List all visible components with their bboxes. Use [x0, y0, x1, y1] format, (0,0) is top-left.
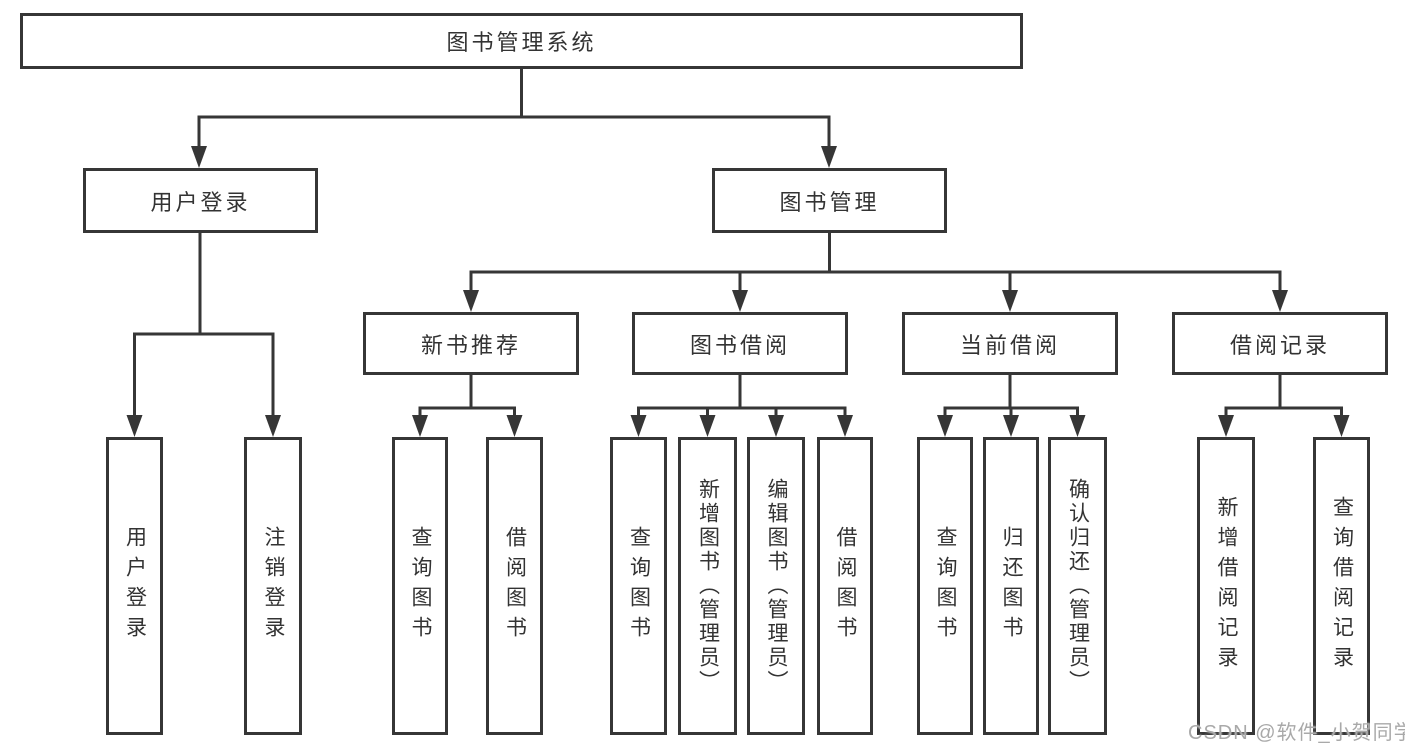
leaf-query-books-1: 查询图书 [392, 437, 448, 735]
connector-borrow-records-to-leaves [1224, 375, 1343, 417]
leaf-confirm-return-admin: 确认归还（管理员） [1048, 437, 1107, 735]
leaf-label: 确认归还（管理员） [1066, 478, 1090, 694]
node-new-book-recommend: 新书推荐 [363, 312, 579, 375]
node-root-title: 图书管理系统 [20, 13, 1023, 69]
arrow-icon [1272, 290, 1288, 312]
leaf-add-book-admin: 新增图书（管理员） [678, 437, 737, 735]
root-title-label: 图书管理系统 [446, 30, 597, 55]
node-user-login: 用户登录 [83, 168, 318, 233]
connector-root-to-level2 [197, 69, 831, 148]
node-label: 当前借阅 [959, 332, 1060, 358]
node-current-borrow: 当前借阅 [902, 312, 1118, 375]
leaf-add-borrow-record: 新增借阅记录 [1197, 437, 1255, 735]
leaf-label: 查询图书 [934, 526, 957, 646]
arrow-icon [191, 146, 207, 168]
arrow-icon [1069, 415, 1086, 437]
arrow-icon [768, 415, 784, 437]
node-label: 用户登录 [150, 189, 251, 215]
leaf-borrow-books-1: 借阅图书 [486, 437, 543, 735]
arrow-icon [732, 290, 748, 312]
node-label: 图书借阅 [689, 332, 790, 358]
leaf-label: 归还图书 [1000, 526, 1023, 646]
leaf-label: 新增图书（管理员） [696, 478, 720, 694]
leaf-label: 查询借阅记录 [1330, 496, 1354, 676]
leaf-return-books: 归还图书 [983, 437, 1039, 735]
node-book-management: 图书管理 [712, 168, 947, 233]
arrow-icon [1333, 415, 1350, 437]
leaf-label: 编辑图书（管理员） [765, 478, 788, 694]
leaf-query-books-2: 查询图书 [610, 437, 667, 735]
connector-book-borrow-to-leaves [637, 375, 847, 417]
leaf-borrow-books-2: 借阅图书 [817, 437, 873, 735]
leaf-user-login: 用户登录 [106, 437, 163, 735]
arrow-icon [699, 415, 716, 437]
leaf-label: 查询图书 [627, 526, 651, 646]
leaf-label: 用户登录 [123, 526, 147, 646]
arrow-icon [630, 415, 647, 437]
arrow-icon [126, 415, 143, 437]
arrow-icon [937, 415, 953, 437]
arrow-icon [1218, 415, 1234, 437]
leaf-label: 新增借阅记录 [1215, 496, 1238, 676]
connector-new-book-recommend-to-leaves [418, 375, 516, 417]
connector-book-management-to-level3 [469, 233, 1282, 292]
arrow-icon [837, 415, 853, 437]
node-label: 图书管理 [779, 189, 880, 215]
leaf-label: 注销登录 [262, 526, 285, 646]
connector-user-login-to-leaves [133, 233, 275, 417]
arrow-icon [1003, 415, 1019, 437]
leaf-label: 查询图书 [409, 526, 432, 646]
arrowheads [126, 146, 1350, 437]
arrow-icon [506, 415, 523, 437]
node-borrow-records: 借阅记录 [1172, 312, 1388, 375]
arrow-icon [463, 290, 479, 312]
arrow-icon [1002, 290, 1018, 312]
leaf-query-borrow-record: 查询借阅记录 [1313, 437, 1370, 735]
connector-current-borrow-to-leaves [943, 375, 1079, 417]
arrow-icon [821, 146, 837, 168]
leaf-logout: 注销登录 [244, 437, 302, 735]
node-book-borrow: 图书借阅 [632, 312, 848, 375]
leaf-edit-book-admin: 编辑图书（管理员） [747, 437, 805, 735]
leaf-label: 借阅图书 [834, 526, 857, 646]
leaf-label: 借阅图书 [503, 526, 527, 646]
arrow-icon [265, 415, 281, 437]
leaf-query-books-3: 查询图书 [917, 437, 973, 735]
arrow-icon [412, 415, 428, 437]
node-label: 新书推荐 [420, 332, 521, 358]
node-label: 借阅记录 [1229, 332, 1330, 358]
